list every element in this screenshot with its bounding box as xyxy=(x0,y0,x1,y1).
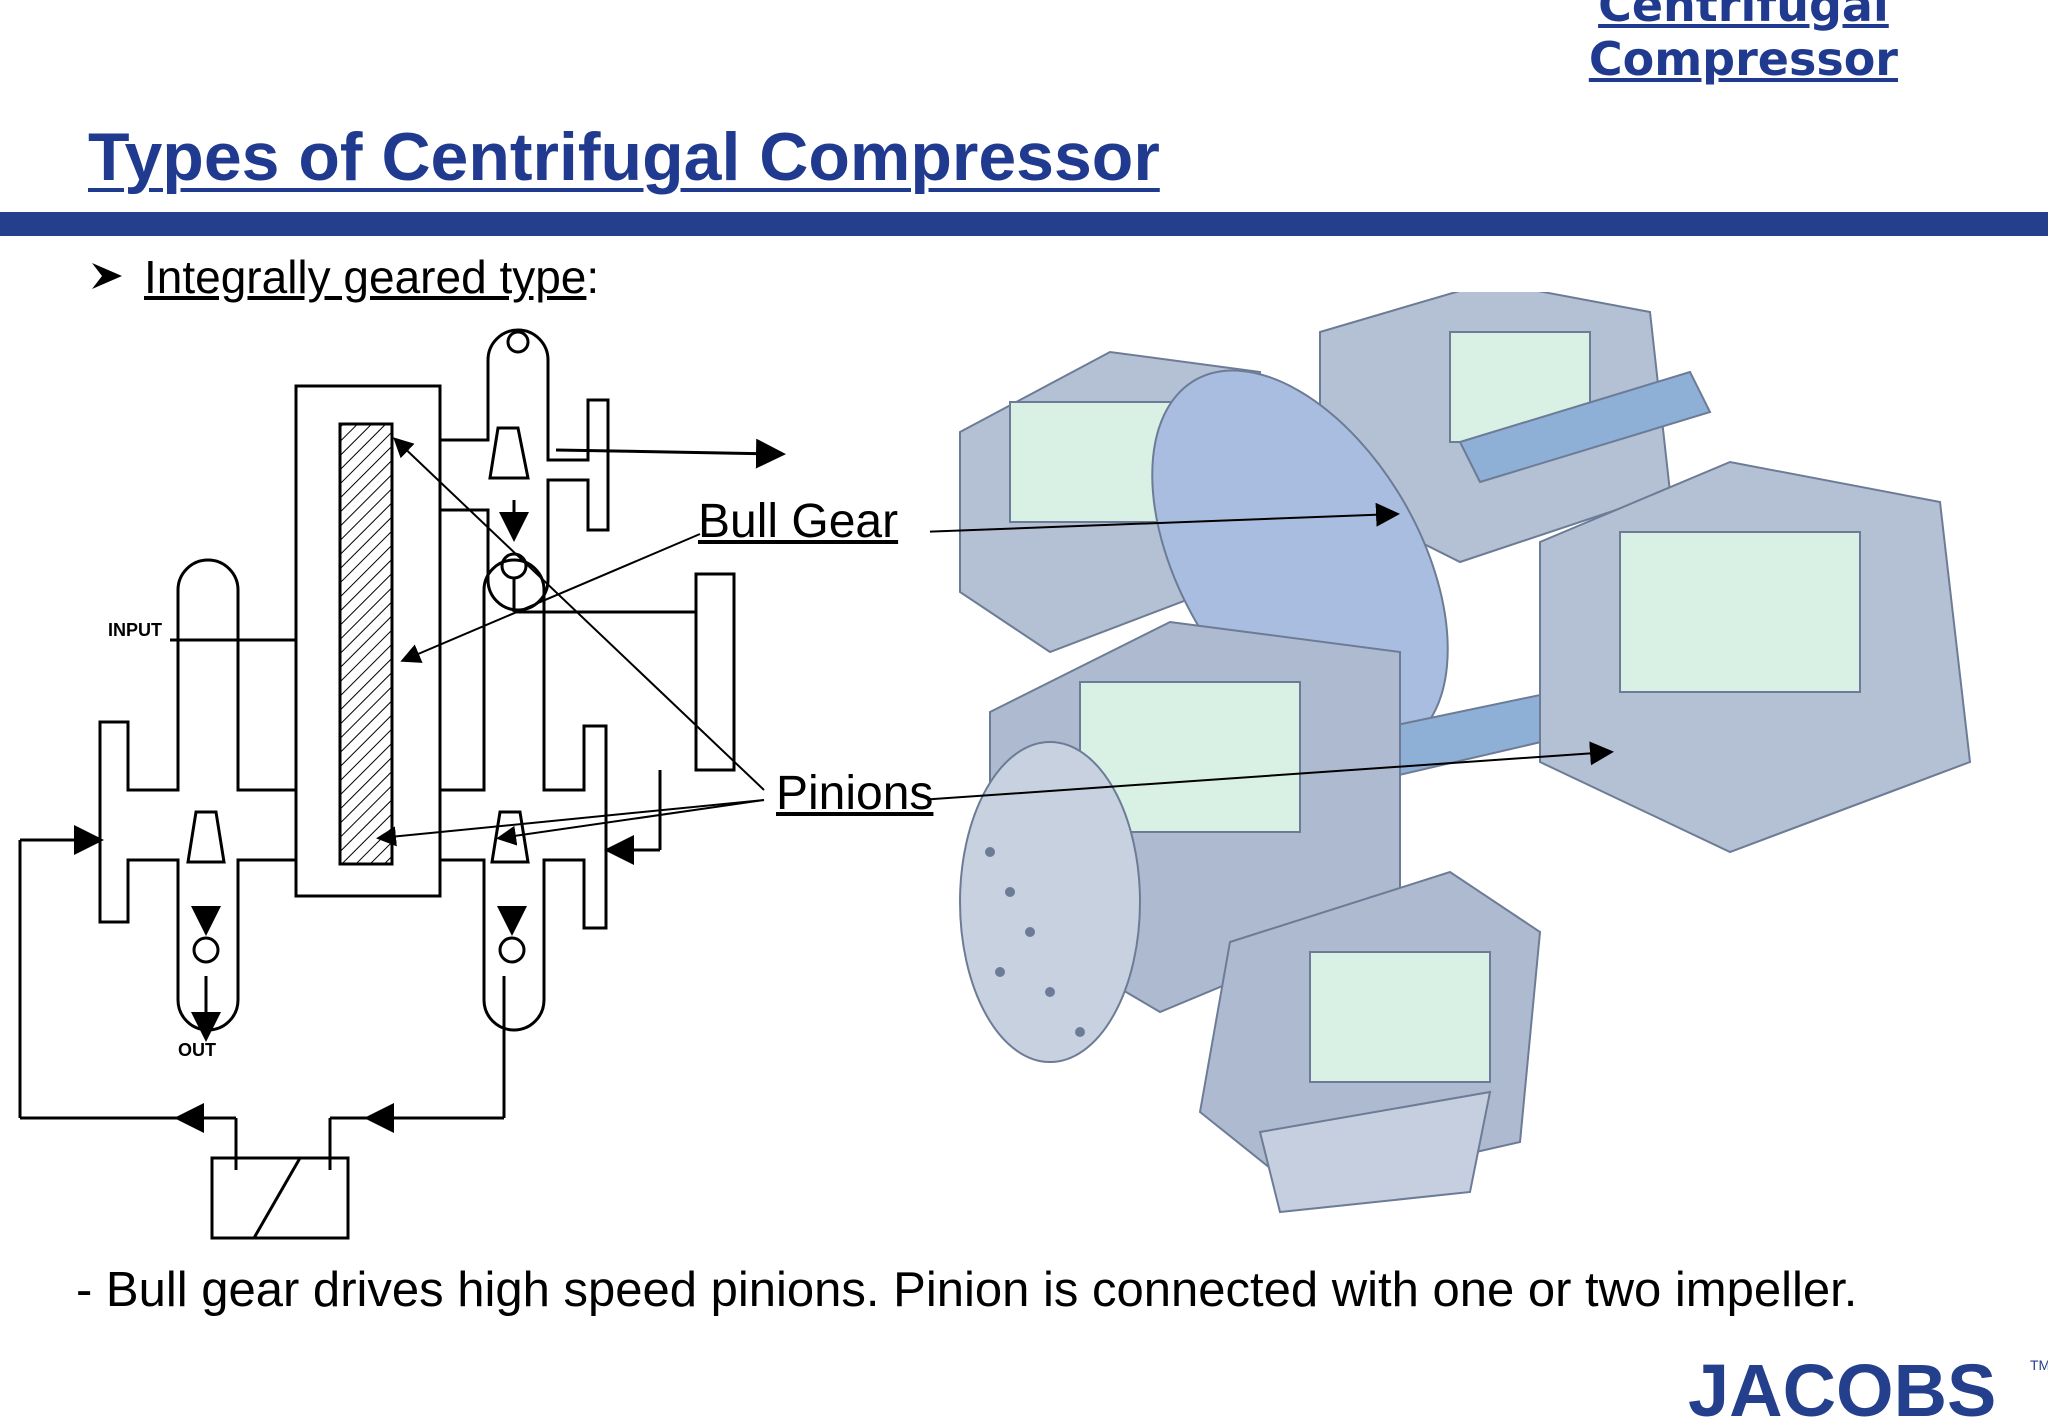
section-label-line1: Centrifugal xyxy=(1598,0,1889,32)
input-label: INPUT xyxy=(108,620,162,640)
schematic-diagram: INPUT OUT xyxy=(18,328,786,1240)
jacobs-logo: JACOBS TM xyxy=(1688,1350,2048,1418)
bullet-item: Integrally geared type: xyxy=(90,250,599,304)
bull-gear-callout: Bull Gear xyxy=(698,495,899,548)
description-text: - Bull gear drives high speed pinions. P… xyxy=(76,1263,1858,1317)
bullet-arrow-icon xyxy=(90,250,126,304)
logo-text: JACOBS xyxy=(1688,1350,1996,1418)
header-rule xyxy=(0,212,2048,236)
logo-tm: TM xyxy=(2030,1357,2048,1373)
bullet-text: Integrally geared type xyxy=(144,251,587,303)
out-label: OUT xyxy=(178,1040,216,1060)
compressor-cutaway-illustration xyxy=(930,292,1972,1214)
pinions-callout: Pinions xyxy=(776,767,934,820)
section-label-line2: Compressor xyxy=(1588,32,1898,86)
page-title: Types of Centrifugal Compressor xyxy=(88,119,1160,195)
section-label[interactable]: Centrifugal Compressor xyxy=(1589,0,1898,86)
bullet-suffix: : xyxy=(586,251,600,303)
